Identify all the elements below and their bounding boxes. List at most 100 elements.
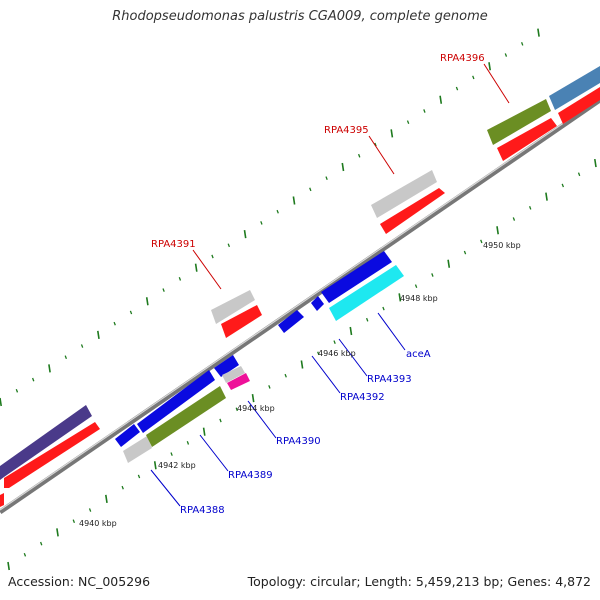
outer-tick-minor — [406, 120, 410, 125]
inner-tick-minor — [414, 284, 418, 289]
scale-label-4946: 4946 kbp — [318, 349, 356, 358]
outer-tick-minor — [455, 86, 459, 91]
inner-tick-minor — [186, 441, 190, 445]
inner-tick-minor — [512, 217, 516, 221]
inner-tick-minor — [72, 519, 76, 524]
genome-summary-text: Topology: circular; Length: 5,459,213 bp… — [247, 574, 591, 589]
gene-label-rpa4393: RPA4393 — [367, 374, 412, 385]
gene-label-rpa4396: RPA4396 — [440, 53, 485, 64]
inner-tick-major — [153, 461, 157, 470]
inner-tick-minor — [333, 340, 336, 344]
inner-tick-minor — [268, 385, 271, 389]
gene-blue-6 — [321, 251, 392, 303]
outer-tick-minor — [276, 209, 279, 214]
inner-tick-major — [496, 226, 499, 235]
gene-red-5 — [558, 87, 600, 124]
gene-label-rpa4389: RPA4389 — [228, 470, 273, 481]
inner-tick-minor — [365, 317, 369, 322]
scale-label-4944: 4944 kbp — [237, 404, 275, 413]
inner-tick-major — [398, 293, 402, 302]
scale-label-4948: 4948 kbp — [400, 294, 438, 303]
leader-rpa4389 — [199, 434, 229, 472]
inner-tick-minor — [219, 418, 222, 423]
inner-tick-minor — [121, 485, 124, 490]
outer-tick-major — [145, 297, 149, 306]
gene-cyan — [329, 265, 404, 321]
outer-tick-major — [194, 263, 198, 272]
gene-navy — [0, 405, 92, 480]
scale-label-4940: 4940 kbp — [79, 519, 117, 528]
outer-tick-major — [0, 397, 2, 407]
outer-tick-minor — [31, 377, 35, 382]
outer-tick-minor — [80, 344, 84, 348]
outer-tick-major — [97, 330, 100, 339]
gene-blue-3 — [214, 355, 239, 377]
backbone-line — [0, 97, 600, 515]
outer-tick-major — [292, 196, 296, 205]
inner-tick-minor — [235, 407, 239, 412]
outer-tick-minor — [423, 109, 426, 113]
outer-tick-minor — [472, 75, 475, 80]
outer-tick-ring — [0, 28, 540, 407]
leader-rpa4396 — [483, 63, 510, 104]
gene-green-2 — [146, 386, 226, 447]
inner-tick-major — [251, 393, 255, 403]
gene-label-rpa4392: RPA4392 — [340, 392, 385, 403]
gene-label-acea: aceA — [406, 349, 431, 360]
gene-red-6 — [0, 493, 4, 507]
inner-tick-major — [7, 561, 10, 571]
inner-tick-minor — [463, 250, 467, 255]
inner-tick-major — [56, 528, 59, 537]
outer-tick-minor — [15, 388, 19, 393]
outer-tick-minor — [325, 176, 328, 180]
inner-tick-major — [105, 494, 108, 503]
leader-rpa4391 — [192, 249, 222, 290]
gene-red-2 — [221, 305, 262, 338]
gene-green-1 — [487, 99, 551, 145]
gene-gray-3 — [123, 436, 152, 463]
leader-rpa4392 — [311, 355, 341, 394]
outer-tick-major — [243, 229, 247, 239]
leader-rpa4390 — [247, 400, 277, 439]
outer-tick-minor — [211, 254, 214, 259]
scale-label-4942: 4942 kbp — [158, 461, 196, 470]
inner-tick-minor — [382, 306, 385, 311]
outer-tick-major — [439, 95, 443, 104]
inner-tick-minor — [137, 474, 141, 479]
leader-rpa4388 — [150, 469, 181, 507]
gene-red-3 — [380, 188, 445, 234]
outer-tick-minor — [113, 321, 116, 326]
gene-blue-1 — [115, 424, 140, 447]
inner-tick-major — [594, 158, 597, 168]
inner-tick-major — [545, 192, 548, 201]
outer-tick-minor — [520, 42, 524, 46]
inner-tick-major — [300, 360, 304, 369]
outer-tick-major — [390, 129, 394, 138]
scale-label-4950: 4950 kbp — [483, 241, 521, 250]
backbone-highlight — [0, 97, 600, 511]
inner-tick-minor — [284, 373, 287, 378]
outer-tick-minor — [64, 355, 68, 360]
outer-tick-minor — [178, 277, 182, 281]
gene-blue-5 — [311, 296, 324, 311]
outer-tick-major — [341, 162, 345, 172]
inner-tick-major — [202, 427, 206, 436]
leader-acea — [377, 312, 406, 351]
gene-red-1 — [4, 422, 100, 488]
leader-rpa4393 — [338, 338, 368, 377]
gene-blue-4 — [278, 310, 304, 333]
gene-gray-1 — [211, 290, 255, 324]
inner-tick-minor — [39, 541, 43, 546]
inner-tick-minor — [528, 206, 532, 210]
outer-tick-minor — [309, 187, 312, 192]
gene-steelblue — [549, 66, 600, 110]
outer-tick-minor — [357, 153, 361, 158]
map-title: Rhodopseudomonas palustris CGA009, compl… — [112, 9, 488, 24]
outer-tick-minor — [162, 288, 165, 292]
inner-tick-minor — [88, 508, 92, 512]
inner-tick-minor — [431, 273, 434, 277]
inner-tick-minor — [561, 183, 565, 188]
gene-label-rpa4390: RPA4390 — [276, 436, 321, 447]
leader-rpa4395 — [368, 135, 395, 175]
gene-label-rpa4388: RPA4388 — [180, 505, 225, 516]
